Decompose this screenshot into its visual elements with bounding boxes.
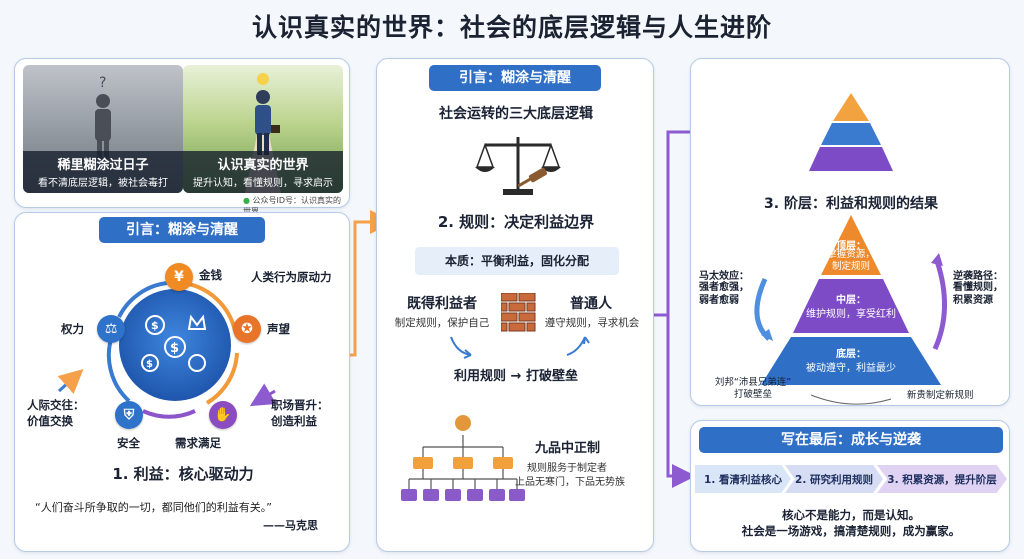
big-pyramid-bottom [761, 337, 941, 385]
cycle-label-security: 安全 [117, 436, 140, 450]
clear-subtitle: 提升认知，看懂规则，寻求启示 [193, 178, 333, 189]
brick-wall-icon [501, 293, 536, 332]
pyramids [754, 93, 947, 405]
class-heading: 3. 阶层：利益和规则的结果 [764, 196, 938, 212]
marx-quote-author: ——马克思 [263, 519, 318, 532]
confused-person-illustration: ? [95, 75, 111, 159]
bottom-tier-name: 底层： [836, 349, 866, 360]
marx-quote: “人们奋斗所争取的一切，都同他们的利益有关。” [35, 501, 272, 514]
svg-text:$: $ [151, 319, 159, 332]
rules-essence: 本质：平衡利益，固化分配 [415, 247, 619, 275]
conclusion-line1: 核心不是能力，而是认知。 [782, 508, 920, 522]
interest-heading: 1. 利益：核心驱动力 [112, 465, 254, 483]
matthew-effect-desc: 强者愈强， 弱者愈弱 [699, 282, 749, 306]
rules-heading: 2. 规则：决定利益边界 [437, 213, 595, 231]
nine-rank-title: 九品中正制 [535, 441, 601, 456]
rules-panel: 引言：糊涂与清醒 社会运转的三大底层逻辑 2. 规则：决定利益边界 本质：平衡利… [376, 58, 654, 552]
interest-pill: 引言：糊涂与清醒 [99, 217, 265, 243]
small-pyramid-mid [821, 123, 881, 145]
mid-tier-desc: 维护规则，享受红利 [806, 309, 896, 320]
social-note: 人际交往： 价值交换 [27, 398, 85, 428]
big-pyramid-mid [793, 279, 909, 333]
arrow-panel2-to-panel4 [666, 315, 696, 488]
conclusion-pill: 写在最后：成长与逆袭 [699, 427, 1003, 453]
rules-pill: 引言：糊涂与清醒 [429, 65, 601, 91]
cycle-label-money: 金钱 [199, 268, 222, 282]
cycle-label-power: 权力 [61, 322, 84, 336]
ordinary-people-desc: 遵守规则，寻求机会 [544, 317, 640, 329]
career-note: 职场晋升： 创造利益 [271, 398, 329, 428]
conclusion-line2: 社会是一场游戏，搞清楚规则，成为赢家。 [741, 524, 961, 538]
new-elite-note: 新贵制定新规则 [907, 390, 974, 401]
hand-coin-icon: ✋ [209, 401, 237, 429]
step-study-rules: 2. 研究利用规则 [785, 465, 883, 493]
confused-caption: 稀里糊涂过日子 看不清底层逻辑，被社会毒打 [23, 151, 183, 193]
small-pyramid-bottom [809, 147, 893, 171]
confused-title: 稀里糊涂过日子 [57, 158, 149, 173]
conclusion-panel: 写在最后：成长与逆袭 1. 看清利益核心 2. 研究利用规则 3. 积累资源，提… [690, 420, 1010, 552]
clear-title: 认识真实的世界 [217, 158, 309, 173]
page-title: 认识真实的世界：社会的底层逻辑与人生进阶 [251, 13, 772, 42]
svg-text:?: ? [99, 75, 106, 91]
rules-subheading: 社会运转的三大底层逻辑 [439, 106, 593, 122]
interest-panel: 引言：糊涂与清醒 $ $ $ ¥ 金钱 ✪ 声望 ✋ 需求满足 ⛨ 安全 ⚖ [14, 212, 350, 552]
small-pyramid-top [833, 93, 869, 121]
money-bag-icon: ¥ [165, 263, 193, 291]
clear-person-image: 认识真实的世界 提升认知，看懂规则，寻求启示 [183, 65, 343, 193]
svg-text:$: $ [146, 359, 153, 370]
vested-interests-desc: 制定规则，保护自己 [394, 317, 490, 329]
matthew-effect-title: 马太效应： [699, 271, 749, 282]
watermark: ● 公众号ID号：认识真实的世界 [243, 195, 349, 217]
top-tier-desc: 掌握资源， 制定规则 [827, 249, 875, 272]
interest-cycle: $ $ $ [57, 281, 277, 419]
top-tier-name: 顶层： [836, 241, 866, 252]
contrast-images-panel: ? 稀里糊涂过日子 看不清底层逻辑，被社会毒打 认识真实的世界 提升认知，看懂规… [14, 58, 350, 216]
nine-rank-line1: 规则服务于制定者 [527, 463, 607, 474]
driving-force-label: 人类行为原动力 [251, 270, 332, 284]
scales-icon [475, 137, 561, 195]
upward-path-desc: 看懂规则， 积累资源 [953, 282, 1003, 306]
scales-icon: ⚖ [97, 315, 125, 343]
confused-person-image: ? 稀里糊涂过日子 看不清底层逻辑，被社会毒打 [23, 65, 183, 193]
vested-interests-title: 既得利益者 [407, 296, 477, 312]
step-accumulate: 3. 积累资源，提升阶层 [877, 465, 1007, 493]
hierarchy-tree-icon [401, 415, 525, 501]
mid-tier-name: 中层： [836, 295, 866, 306]
bottom-tier-desc: 被动遵守，利益最少 [806, 363, 896, 374]
nine-rank-line2: 上品无寒门，下品无势族 [515, 477, 625, 488]
shield-icon: ⛨ [115, 401, 143, 429]
wechat-icon: ● [243, 196, 250, 205]
svg-text:$: $ [170, 341, 179, 356]
cycle-label-prestige: 声望 [267, 322, 290, 336]
clear-caption: 认识真实的世界 提升认知，看懂规则，寻求启示 [183, 151, 343, 193]
confused-subtitle: 看不清底层逻辑，被社会毒打 [38, 178, 168, 189]
class-panel: 3. 阶层：利益和规则的结果 顶层： 掌握资源， 制定规则 中层： 维护规则，享… [690, 58, 1010, 406]
flow-arrows [450, 336, 590, 359]
step-see-interests: 1. 看清利益核心 [695, 465, 791, 493]
watermark-text: 公众号ID号：认识真实的世界 [243, 196, 342, 216]
ordinary-people-title: 普通人 [570, 296, 612, 312]
medal-icon: ✪ [233, 315, 261, 343]
liu-bang-note: 刘邦“沛县兄弟连” 打破壁垒 [714, 377, 792, 400]
big-pyramid-top [821, 215, 881, 275]
cycle-label-needs: 需求满足 [175, 436, 221, 450]
upward-path-title: 逆袭路径： [953, 271, 1003, 282]
use-rules-flow: 利用规则 → 打破壁垒 [454, 369, 578, 384]
